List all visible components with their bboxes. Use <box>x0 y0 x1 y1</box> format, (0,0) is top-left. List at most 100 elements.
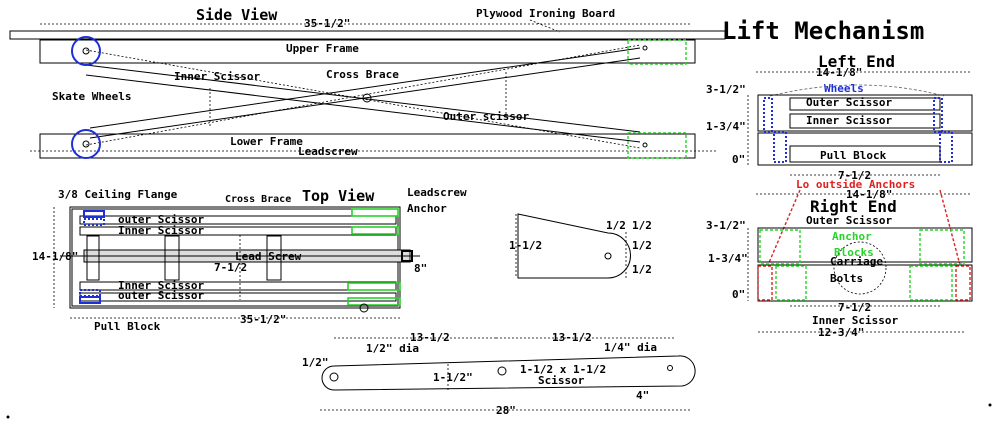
left-outer-scissor <box>789 97 941 111</box>
ceiling-flange-label: 3/8 Ceiling Flange <box>58 188 178 201</box>
scissor-bar <box>321 355 696 391</box>
right-anchor-block-4 <box>909 265 953 301</box>
top-view: Top View 3/8 Ceiling Flange Cross Brace … <box>32 186 467 333</box>
left-h1: 3-1/2" <box>706 83 746 96</box>
top-outer-scissor-label: outer Scissor <box>118 213 204 226</box>
upper-anchor-pivot <box>642 45 648 51</box>
upper-anchor-block <box>627 39 687 65</box>
top-anchor-2 <box>351 226 399 235</box>
bolts-label: Bolts <box>830 272 863 285</box>
scissor-dim-2 <box>85 44 641 146</box>
top-length-label: 35-1/2" <box>240 313 286 326</box>
left-h3: 0" <box>732 153 745 166</box>
total-length-label: 28" <box>496 404 516 417</box>
bar-name-2: Scissor <box>538 374 585 387</box>
right-anchor-block-3 <box>775 265 807 301</box>
left-pull-block-label: Pull Block <box>820 149 887 162</box>
left-inner-scissor-label: Inner Scissor <box>806 114 892 127</box>
leadscrew-anchor <box>401 250 413 262</box>
left-hole-label: 1/2" dia <box>366 342 419 355</box>
upper-frame-label: Upper Frame <box>286 42 359 55</box>
skate-wheel-top <box>71 36 101 66</box>
outside-anchor-right <box>955 265 971 301</box>
top-cross-brace-label: Cross Brace <box>225 194 291 205</box>
left-inner-scissor <box>789 113 941 129</box>
lower-frame <box>39 133 696 159</box>
lower-anchor-pivot <box>642 142 648 148</box>
top-outer-scissor-upper <box>79 215 397 225</box>
end-radius-label: 1/2" <box>302 356 329 369</box>
bar-height-label: 1-1/2" <box>433 371 473 384</box>
side-view: Side View Plywood Ironing Board 35-1/2" … <box>9 6 726 159</box>
top-anchor-3 <box>347 282 401 291</box>
right-lower-box <box>757 264 973 302</box>
left-h2: 1-3/4" <box>706 120 746 133</box>
cross-brace-2 <box>164 235 180 281</box>
top-width-label: 14-1/8" <box>32 250 78 263</box>
left-wheel-2 <box>773 131 787 163</box>
wheels-label: Wheels <box>824 82 864 95</box>
left-lower-box <box>757 132 973 166</box>
right-anchor-block-1 <box>759 229 801 265</box>
pivot-dim-b: 1/2 <box>632 219 652 232</box>
anchor-blocks-label-2: Blocks <box>834 246 874 259</box>
side-length-label: 35-1/2" <box>304 17 350 30</box>
anchor-blocks-label-1: Anchor <box>832 230 872 243</box>
skate-wheel-bottom-axle <box>82 140 90 148</box>
pivot-dim-c: 1/2 <box>632 239 652 252</box>
outer-scissor-bar-b <box>85 74 641 143</box>
side-view-title: Side View <box>196 6 278 24</box>
outside-anchor-left <box>757 265 773 301</box>
ceiling-flange-top-2 <box>83 218 105 226</box>
pull-block-label: Pull Block <box>94 320 161 333</box>
right-gap-label: 7-1/2 <box>838 301 871 314</box>
scissor-hole-left <box>329 372 339 382</box>
right-inner-scissor-label: Inner Scissor <box>812 314 898 327</box>
left-outer-scissor-label: Outer Scissor <box>806 96 892 109</box>
scissor-detail: 13-1/2 13-1/2 1/2" dia 1/4" dia 1/2" 1-1… <box>302 331 696 417</box>
top-inner-scissor-label: Inner Scissor <box>118 224 204 237</box>
top-anchor-4 <box>347 297 401 306</box>
right-upper-box <box>757 227 973 263</box>
leadscrew-label: Leadscrew <box>298 145 358 158</box>
right-anchor-block-2 <box>919 229 965 265</box>
bar-name-1: 1-1/2 x 1-1/2 <box>520 363 606 376</box>
lift-title: Lift Mechanism <box>722 17 924 45</box>
skate-wheel-bottom <box>71 129 101 159</box>
inner-scissor-bar-b <box>89 57 641 139</box>
top-view-title: Top View <box>302 187 375 205</box>
skate-wheels-label: Skate Wheels <box>52 90 131 103</box>
pivot-dim-d: 1/2 <box>632 263 652 276</box>
lower-anchor-block <box>627 132 687 159</box>
skate-wheel-top-axle <box>82 47 90 55</box>
right-end-title: Right End <box>810 197 897 216</box>
inner-scissor-label: Inner Scissor <box>174 70 260 83</box>
page-dot-left <box>6 415 10 419</box>
top-pivot-marker <box>359 303 369 313</box>
span-right-label: 13-1/2 <box>552 331 592 344</box>
screw-dim-label: 8" <box>414 262 427 275</box>
ceiling-flange-bottom <box>79 296 101 304</box>
scissor-hole-mid <box>497 366 507 376</box>
leadscrew-anchor-label-1: Leadscrew <box>407 186 467 199</box>
lift-mechanism: Lift Mechanism Left End 14-1/8" Wheels O… <box>706 17 973 339</box>
left-gap-label: 7-1/2 <box>838 169 871 182</box>
span-left-label: 13-1/2 <box>410 331 450 344</box>
page-dot-right <box>988 403 992 407</box>
right-h2: 1-3/4" <box>708 252 748 265</box>
top-outer-scissor-lower-label: outer Scissor <box>118 289 204 302</box>
plywood-board-label: Plywood Ironing Board <box>476 7 615 20</box>
right-base-label: 12-3/4" <box>818 326 864 339</box>
leadscrew-anchor-label-2: Anchor <box>407 202 447 215</box>
cross-brace-label: Cross Brace <box>326 68 399 81</box>
left-wheel-4 <box>939 131 953 163</box>
inner-scissor-bar-a <box>89 47 641 129</box>
pivot-block <box>517 213 631 279</box>
ironing-board <box>9 30 726 40</box>
cross-brace-1 <box>86 235 100 281</box>
right-h3: 0" <box>732 288 745 301</box>
left-wheel-3 <box>933 97 943 133</box>
board-leader <box>529 19 561 33</box>
outer-scissor-label: Outer scissor <box>443 110 529 123</box>
